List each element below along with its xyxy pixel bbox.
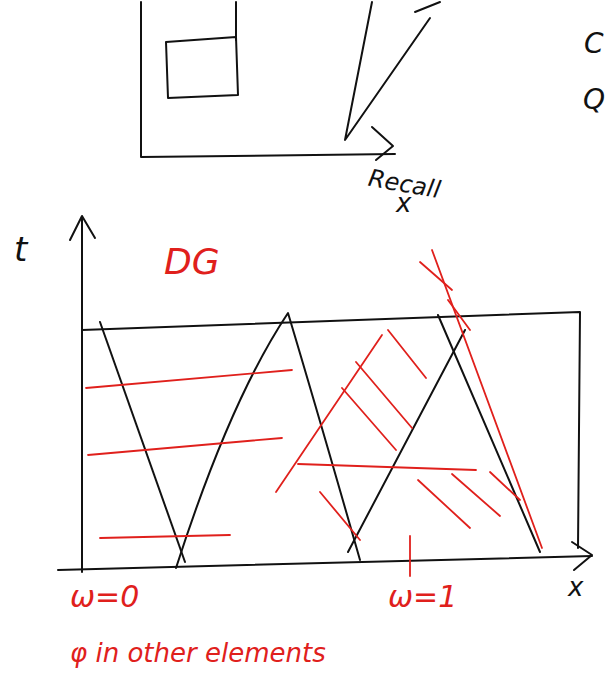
triangle-element	[345, 2, 430, 140]
note-text: C	[584, 30, 604, 58]
edge-line	[415, 2, 440, 12]
t-axis	[81, 218, 83, 572]
axis-arrow	[372, 127, 393, 160]
slab-line	[86, 370, 292, 388]
dg-slabs	[86, 250, 542, 576]
edge-line	[235, 2, 237, 40]
mesh-edge	[438, 315, 540, 552]
element-edge	[276, 335, 382, 492]
axis-label: x	[396, 190, 411, 216]
top-sketch	[141, 2, 440, 160]
axis-label: t	[14, 232, 27, 266]
x-axis	[58, 556, 592, 570]
time-slab	[82, 312, 580, 548]
note-text: φ in other elements	[70, 640, 326, 666]
element-edge	[432, 250, 542, 548]
element-edge	[420, 262, 452, 290]
space-time-mesh	[58, 216, 592, 572]
element-edge	[298, 464, 476, 470]
weight-label: ω=1	[388, 582, 457, 612]
weight-label: ω=0	[70, 582, 139, 612]
x-axis-arrow	[572, 542, 592, 570]
mesh-edge	[176, 313, 360, 568]
leader-line	[409, 536, 411, 576]
square-element	[166, 37, 238, 98]
axis-label: x	[568, 574, 583, 600]
hatching	[320, 300, 520, 540]
mesh-edge	[100, 322, 185, 562]
note-text: Q	[583, 86, 605, 114]
mesh-edge	[348, 330, 465, 552]
t-axis-arrow	[70, 216, 95, 240]
slab-line	[88, 438, 282, 455]
slab-line	[100, 535, 230, 538]
method-label: DG	[164, 244, 220, 280]
